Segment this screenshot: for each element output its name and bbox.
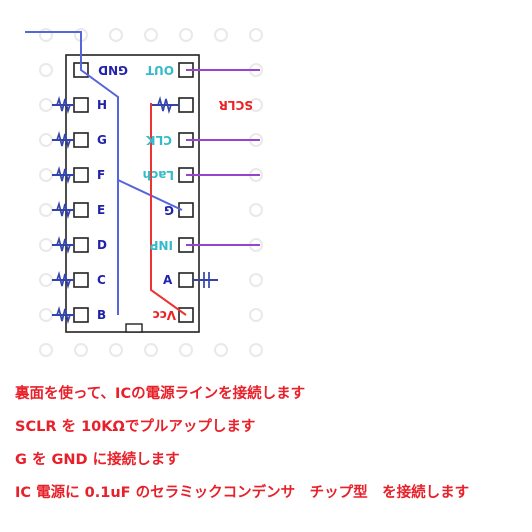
pin-label-clk: CLK xyxy=(146,133,172,147)
board-hole xyxy=(214,343,228,357)
pin-pad xyxy=(73,167,89,183)
board-hole xyxy=(39,308,53,322)
board-hole xyxy=(39,168,53,182)
board-hole xyxy=(249,28,263,42)
pin-label-h: H xyxy=(97,98,107,112)
note-line: 裏面を使って、ICの電源ラインを接続します xyxy=(15,386,306,402)
note-line: SCLR を 10KΩでプルアップします xyxy=(15,419,256,435)
pin-label-inp: INP xyxy=(149,238,173,252)
board-hole xyxy=(39,238,53,252)
right-pin-labels: OUT CLK Lach G INP A Vcc SCLR xyxy=(143,63,253,322)
board-hole xyxy=(249,203,263,217)
note-line: G を GND に接続します xyxy=(15,452,180,468)
pin-pad xyxy=(73,202,89,218)
pin-pad xyxy=(178,272,194,288)
ic-notch xyxy=(125,323,143,333)
pin-label-vcc: Vcc xyxy=(152,308,176,322)
pin-label-e: E xyxy=(97,203,105,217)
pin-label-c: C xyxy=(97,273,106,287)
board-hole xyxy=(74,343,88,357)
board-hole xyxy=(249,98,263,112)
board-hole xyxy=(249,273,263,287)
board-hole xyxy=(109,343,123,357)
pin-pad xyxy=(178,202,194,218)
board-hole xyxy=(39,133,53,147)
board-hole xyxy=(249,308,263,322)
board-hole xyxy=(179,28,193,42)
board-hole xyxy=(214,28,228,42)
right-pin-pads xyxy=(178,62,194,323)
board-hole xyxy=(144,343,158,357)
board-hole xyxy=(39,28,53,42)
pin-label-a: A xyxy=(163,273,173,287)
pin-label-b: B xyxy=(97,308,106,322)
left-pin-pads xyxy=(73,62,89,323)
board-hole xyxy=(179,343,193,357)
resistor-symbol xyxy=(56,305,71,325)
pin-label-f: F xyxy=(97,168,105,182)
resistor-symbol xyxy=(56,165,71,185)
board-hole xyxy=(144,28,158,42)
note-line: IC 電源に 0.1uF のセラミックコンデンサ チップ型 を接続します xyxy=(15,485,470,501)
resistor-symbol xyxy=(56,95,71,115)
pin-label-out: OUT xyxy=(145,63,174,77)
ic-outline xyxy=(65,54,200,333)
resistor-symbol xyxy=(56,200,71,220)
resistor-symbol xyxy=(56,130,71,150)
pin-label-d: D xyxy=(97,238,107,252)
board-hole xyxy=(249,343,263,357)
pin-pad xyxy=(73,272,89,288)
pin-pad xyxy=(73,132,89,148)
signal-wires xyxy=(186,69,260,246)
pin-pad xyxy=(178,97,194,113)
pin-label-lach: Lach xyxy=(143,168,174,182)
pin-pad xyxy=(73,97,89,113)
pin-pad xyxy=(73,237,89,253)
board-hole xyxy=(39,98,53,112)
board-hole xyxy=(39,63,53,77)
board-hole xyxy=(39,343,53,357)
gnd-wire xyxy=(25,31,119,315)
resistor-symbol xyxy=(56,270,71,290)
pin-label-g-right: G xyxy=(164,203,174,217)
capacitor-symbol xyxy=(203,272,210,288)
board-hole xyxy=(39,203,53,217)
vcc-wire xyxy=(150,103,187,316)
resistor-symbols xyxy=(56,95,172,325)
pin-label-g: G xyxy=(97,133,107,147)
pin-label-gnd: GND xyxy=(98,63,128,77)
resistor-symbol xyxy=(56,235,71,255)
board-hole xyxy=(109,28,123,42)
sclr-pullup-resistor xyxy=(157,95,172,115)
board-hole xyxy=(39,273,53,287)
left-pin-labels: GND H G F E D C B xyxy=(97,63,128,322)
sclr-label: SCLR xyxy=(219,98,253,112)
pin-pad xyxy=(73,307,89,323)
